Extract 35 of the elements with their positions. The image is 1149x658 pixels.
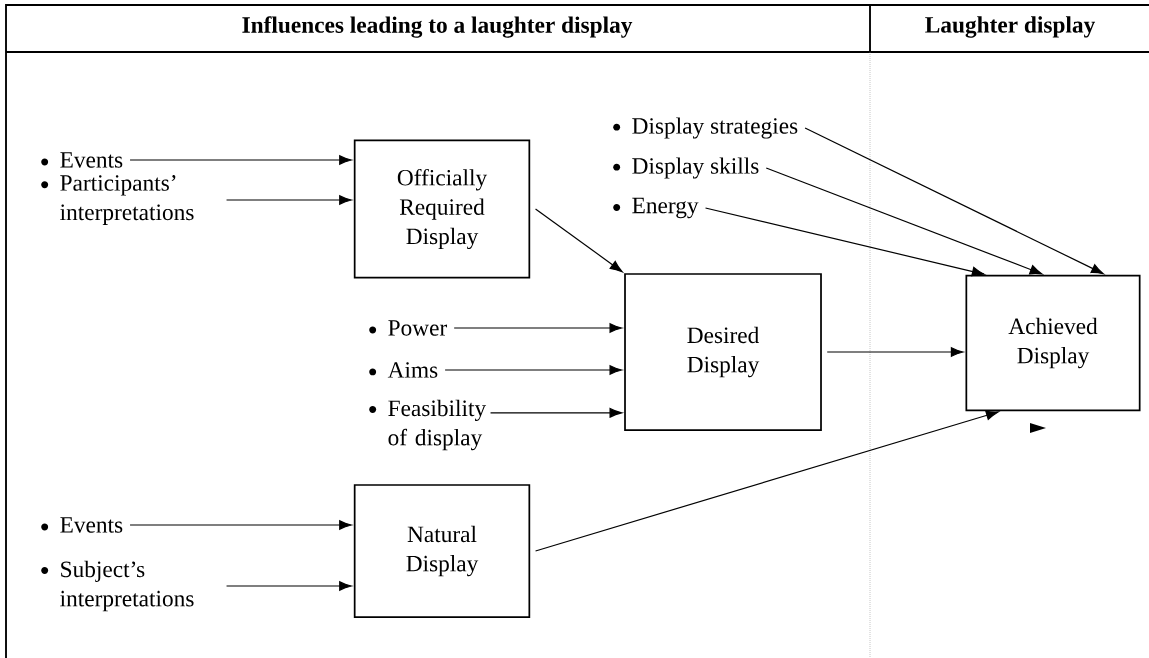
bullet-item: Power (369, 320, 447, 336)
bullet-item: Subject’s interpretations (41, 560, 194, 612)
node-label: Power (388, 320, 448, 336)
node-label: Events (60, 517, 123, 533)
bullet-item: Display strategies (613, 117, 798, 139)
arrow (489, 407, 623, 418)
arrow (534, 410, 999, 552)
arrow (444, 365, 623, 375)
display-box: Natural Display (353, 484, 531, 618)
arrow (534, 208, 623, 273)
arrow (804, 127, 1104, 275)
node-label: Aims (387, 362, 438, 378)
arrow (704, 207, 985, 277)
arrow (129, 520, 352, 530)
node-label: Events (60, 152, 123, 168)
arrow (453, 323, 623, 333)
arrow (765, 167, 1043, 275)
bullet-item: Events (41, 152, 123, 168)
bullet-item: Participants’ interpretations (41, 175, 194, 225)
display-box: Officially Required Display (353, 139, 531, 279)
bullet-item: Feasibility of display (369, 399, 487, 451)
node-label: Energy (632, 197, 699, 219)
bullet-item: Events (41, 517, 123, 533)
bullet-item: Display skills (613, 157, 759, 179)
arrow (225, 195, 352, 205)
arrow (129, 155, 352, 165)
arrow (225, 581, 352, 591)
display-box: Achieved Display (965, 274, 1141, 412)
node-label: Feasibility of display (388, 399, 487, 451)
arrow (826, 347, 964, 357)
bullet-item: Energy (613, 197, 699, 219)
bullet-item: Aims (369, 362, 438, 378)
display-box: Desired Display (624, 273, 822, 431)
column-header: Laughter display (925, 16, 1096, 38)
column-header: Influences leading to a laughter display (242, 16, 633, 38)
